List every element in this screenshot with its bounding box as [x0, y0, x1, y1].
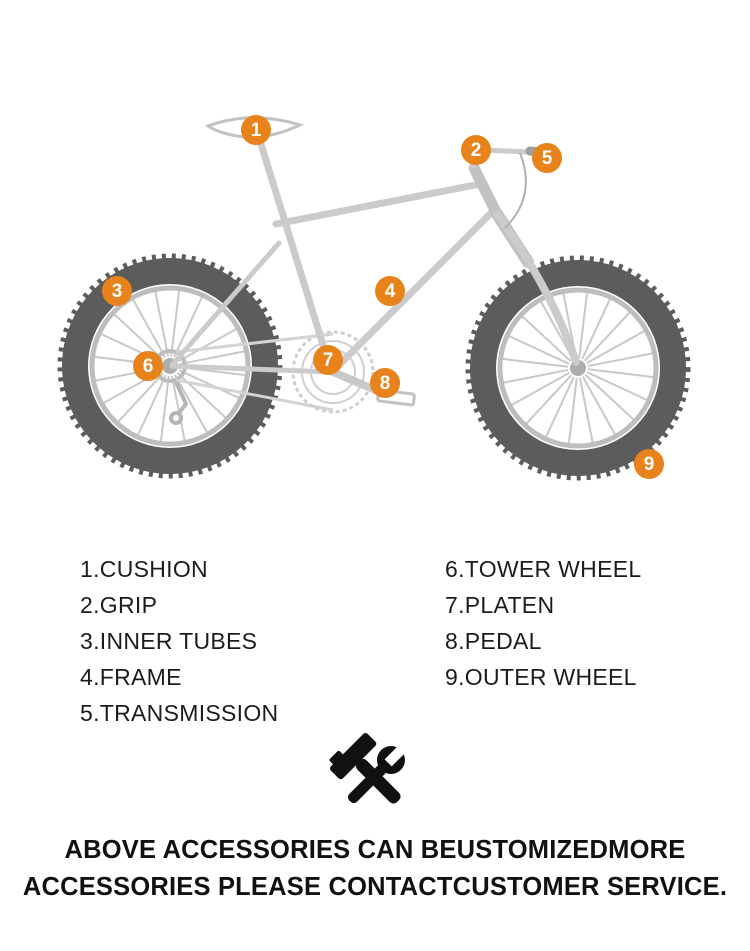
parts-column-left: 1.CUSHION 2.GRIP 3.INNER TUBES 4.FRAME 5… [80, 556, 445, 736]
part-item: 8.PEDAL [445, 628, 542, 654]
marker-4: 4 [375, 276, 405, 306]
part-item: 3.INNER TUBES [80, 628, 258, 654]
rear-derailleur [169, 381, 188, 425]
part-item: 9.OUTER WHEEL [445, 664, 637, 690]
part-item: 7.PLATEN [445, 592, 555, 618]
hammer-wrench-icon [329, 732, 408, 804]
chain [175, 332, 334, 412]
notice-line-1: ABOVE ACCESSORIES CAN BEUSTOMIZEDMORE [64, 836, 686, 864]
marker-3: 3 [102, 276, 132, 306]
crankset [291, 330, 416, 414]
marker-9: 9 [634, 449, 664, 479]
customization-notice: ABOVE ACCESSORIES CAN BEUSTOMIZEDMORE AC… [0, 832, 750, 906]
marker-5: 5 [532, 143, 562, 173]
part-item: 1.CUSHION [80, 556, 208, 582]
parts-list: 1.CUSHION 2.GRIP 3.INNER TUBES 4.FRAME 5… [80, 556, 641, 736]
marker-6: 6 [133, 351, 163, 381]
bicycle-illustration [57, 116, 691, 481]
frame-tubes [169, 127, 580, 375]
part-item: 5.TRANSMISSION [80, 700, 279, 726]
front-wheel [465, 255, 691, 481]
parts-column-right: 6.TOWER WHEEL 7.PLATEN 8.PEDAL 9.OUTER W… [445, 556, 641, 736]
marker-8: 8 [370, 368, 400, 398]
brake-cable [504, 152, 527, 229]
marker-7: 7 [313, 345, 343, 375]
part-item: 6.TOWER WHEEL [445, 556, 642, 582]
notice-line-2: ACCESSORIES PLEASE CONTACTCUSTOMER SERVI… [22, 873, 728, 901]
part-item: 2.GRIP [80, 592, 158, 618]
part-item: 4.FRAME [80, 664, 182, 690]
marker-2: 2 [461, 135, 491, 165]
marker-1: 1 [241, 115, 271, 145]
